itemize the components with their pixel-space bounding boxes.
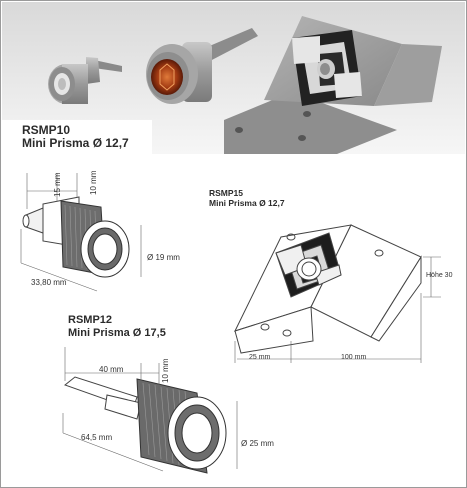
rsmp12-dim-length: 64,5 mm [81, 433, 113, 442]
rsmp10-dim-a: 15 mm [53, 172, 62, 197]
rsmp15-photo [224, 16, 442, 154]
rsmp10-drawing [20, 173, 142, 292]
rsmp15-name: Mini Prisma Ø 12,7 [209, 198, 285, 208]
product-photo [2, 2, 465, 154]
rsmp15-heading: RSMP15 Mini Prisma Ø 12,7 [209, 188, 285, 208]
rsmp12-heading: RSMP12 Mini Prisma Ø 17,5 [68, 314, 166, 340]
rsmp10-dim-b: 10 mm [89, 170, 98, 195]
rsmp10-dim-length: 33,80 mm [31, 278, 67, 287]
rsmp10-dim-diameter: Ø 19 mm [147, 253, 180, 262]
rsmp10-code: RSMP10 [22, 123, 71, 137]
rsmp12-dim-a: 40 mm [99, 365, 124, 374]
rsmp15-dim-left: 25 mm [249, 354, 271, 361]
rsmp12-code: RSMP12 [68, 314, 113, 326]
rsmp10-heading: RSMP10 Mini Prisma Ø 12,7 [22, 124, 129, 150]
rsmp15-dim-right: 100 mm [341, 354, 367, 361]
rsmp12-drawing [62, 347, 238, 474]
rsmp15-code: RSMP15 [209, 188, 244, 198]
rsmp15-drawing [234, 224, 441, 363]
rsmp15-dim-height: Höhe 30 [426, 272, 453, 279]
rsmp12-name: Mini Prisma Ø 17,5 [68, 327, 166, 339]
rsmp12-dim-diameter: Ø 25 mm [241, 439, 274, 448]
rsmp12-dim-b: 10 mm [161, 358, 170, 383]
rsmp10-name: Mini Prisma Ø 12,7 [22, 136, 129, 150]
rsmp10-photo [48, 57, 122, 104]
rsmp12-photo [146, 28, 258, 104]
